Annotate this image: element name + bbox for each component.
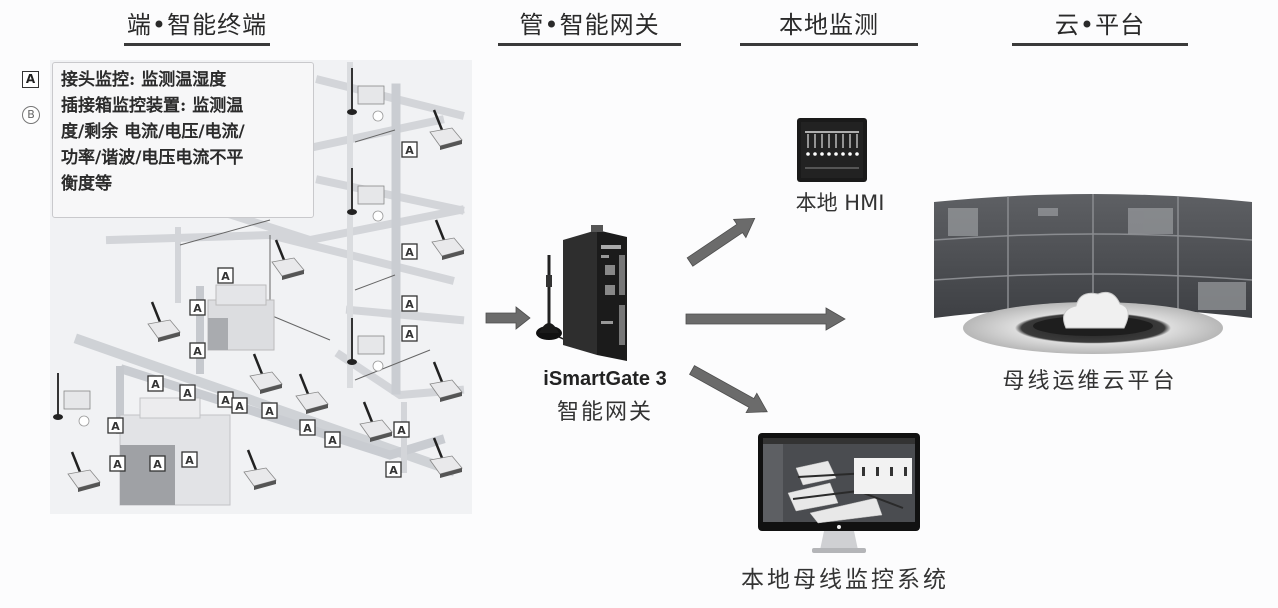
gateway-device-icon xyxy=(536,225,627,361)
joint-monitor-marker-icon: A xyxy=(149,455,166,472)
svg-text:A: A xyxy=(405,298,414,311)
joint-monitor-marker-icon: A xyxy=(401,243,418,260)
legend-marker-b-icon: B xyxy=(22,106,40,124)
svg-text:A: A xyxy=(265,405,274,418)
plug-box-monitor-icon xyxy=(347,318,385,372)
wireless-sensor-icon xyxy=(67,451,101,492)
plug-box-monitor-icon xyxy=(347,68,385,122)
section-title-text: 云•平台 xyxy=(1054,11,1146,39)
joint-monitor-marker-icon: A xyxy=(401,325,418,342)
local-monitor-system-label: 本地母线监控系统 xyxy=(741,567,949,593)
joint-monitor-marker-icon: A xyxy=(401,141,418,158)
joint-monitor-marker-icon: A xyxy=(393,421,410,438)
svg-text:A: A xyxy=(221,394,230,407)
wireless-sensor-icon xyxy=(295,373,329,414)
joint-monitor-marker-icon: A xyxy=(179,384,196,401)
svg-text:A: A xyxy=(185,454,194,467)
joint-monitor-marker-icon: A xyxy=(189,299,206,316)
gateway-model-label: iSmartGate 3 xyxy=(543,368,667,390)
joint-monitor-marker-icon: A xyxy=(385,461,402,478)
joint-monitor-marker-icon: A xyxy=(109,455,126,472)
wireless-sensor-icon xyxy=(429,437,463,478)
svg-text:A: A xyxy=(405,246,414,259)
legend-line-plugbox-3: 功率/谐波/电压电流不平 xyxy=(61,148,244,168)
svg-text:A: A xyxy=(153,458,162,471)
wireless-sensor-icon xyxy=(429,361,463,402)
cloud-platform-label: 母线运维云平台 xyxy=(1002,369,1178,394)
joint-monitor-marker-icon: A xyxy=(107,417,124,434)
svg-text:A: A xyxy=(221,270,230,283)
svg-text:A: A xyxy=(405,144,414,157)
wireless-sensor-icon xyxy=(147,301,181,342)
joint-monitor-marker-icon: A xyxy=(299,419,316,436)
wireless-sensor-icon xyxy=(271,239,305,280)
svg-text:A: A xyxy=(389,464,398,477)
section-title-text: 端•智能终端 xyxy=(126,11,268,39)
joint-monitor-marker-icon: A xyxy=(217,391,234,408)
svg-text:A: A xyxy=(183,387,192,400)
section-title-cloud: 云•平台 xyxy=(1012,10,1188,46)
section-title-text: 管•智能网关 xyxy=(519,11,660,39)
wireless-sensor-icon xyxy=(249,353,283,394)
joint-monitor-marker-icon: A xyxy=(401,295,418,312)
wireless-sensor-icon xyxy=(431,219,465,260)
cloud-platform-icon xyxy=(933,194,1253,354)
joint-monitor-marker-icon: A xyxy=(231,397,248,414)
title-underline xyxy=(124,43,270,46)
svg-text:A: A xyxy=(235,400,244,413)
wireless-sensor-icon xyxy=(429,109,463,150)
local-monitor-icon xyxy=(758,433,920,553)
joint-monitor-marker-icon: A xyxy=(189,342,206,359)
legend-line-plugbox: 插接箱监控装置: 监测温 xyxy=(61,96,244,116)
section-title-text: 本地监测 xyxy=(779,11,879,39)
legend-line-plugbox-2: 度/剩余 电流/电压/电流/ xyxy=(61,122,245,142)
wireless-sensor-icon xyxy=(359,401,393,442)
title-underline xyxy=(498,43,681,46)
gateway-name-label: 智能网关 xyxy=(556,400,653,425)
joint-monitor-marker-icon: A xyxy=(181,451,198,468)
svg-text:A: A xyxy=(193,302,202,315)
svg-text:A: A xyxy=(193,345,202,358)
svg-text:A: A xyxy=(151,378,160,391)
hmi-device-icon xyxy=(797,118,867,182)
joint-monitor-marker-icon: A xyxy=(217,267,234,284)
svg-text:A: A xyxy=(328,434,337,447)
joint-monitor-marker-icon: A xyxy=(147,375,164,392)
svg-text:A: A xyxy=(113,458,122,471)
legend-line-joint: 接头监控: 监测温湿度 xyxy=(61,70,227,90)
wireless-sensor-icon xyxy=(243,449,277,490)
svg-text:A: A xyxy=(111,420,120,433)
joint-monitor-marker-icon: A xyxy=(324,431,341,448)
section-title-local: 本地监测 xyxy=(740,10,918,46)
hmi-label: 本地 HMI xyxy=(795,191,885,215)
svg-text:A: A xyxy=(303,422,312,435)
title-underline xyxy=(740,43,918,46)
plug-box-monitor-icon xyxy=(347,168,385,222)
title-underline xyxy=(1012,43,1188,46)
legend-marker-a-icon: A xyxy=(22,71,39,88)
section-title-gateway: 管•智能网关 xyxy=(498,10,681,46)
legend-line-plugbox-4: 衡度等 xyxy=(61,174,112,194)
plug-box-monitor-icon xyxy=(53,373,91,427)
joint-monitor-marker-icon: A xyxy=(261,402,278,419)
svg-text:A: A xyxy=(397,424,406,437)
section-title-terminal: 端•智能终端 xyxy=(124,10,270,46)
legend-box: 接头监控: 监测温湿度 插接箱监控装置: 监测温 度/剩余 电流/电压/电流/ … xyxy=(52,62,314,218)
svg-text:A: A xyxy=(405,328,414,341)
